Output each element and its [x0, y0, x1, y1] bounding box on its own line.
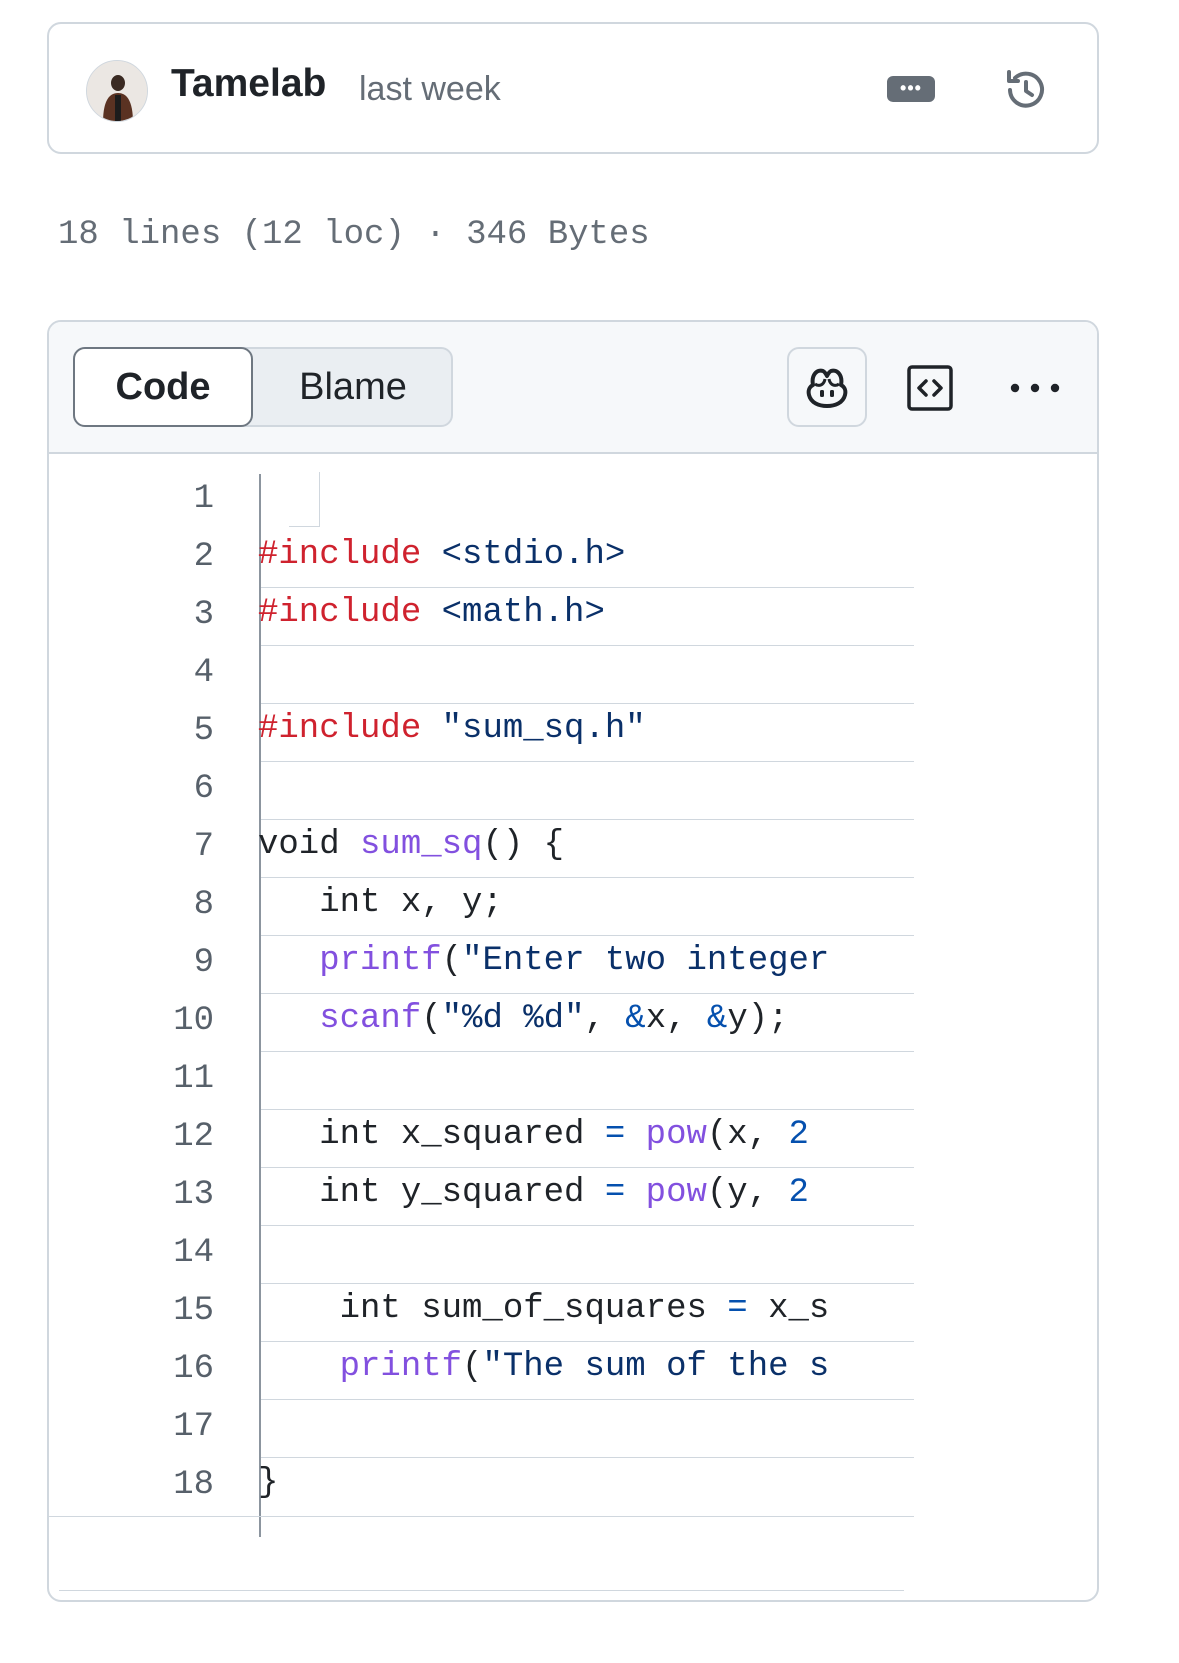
copilot-button[interactable]: [787, 347, 867, 427]
code-line: 15 int sum_of_squares = x_s: [49, 1284, 914, 1342]
line-number[interactable]: 1: [193, 480, 214, 518]
code-area[interactable]: 1 2 #include <stdio.h> 3 #include <math.h>…: [49, 452, 914, 1537]
history-icon[interactable]: [999, 64, 1051, 116]
code-line: 5 #include "sum_sq.h": [49, 704, 914, 762]
code-line: 8 int x, y;: [49, 878, 914, 936]
line-number[interactable]: 17: [173, 1408, 214, 1446]
code-line: 3 #include <math.h>: [49, 588, 914, 646]
line-number[interactable]: 16: [173, 1350, 214, 1388]
code-line: 18}: [49, 1458, 914, 1516]
line-number[interactable]: 9: [193, 944, 214, 982]
code-line: 7 void sum_sq() {: [49, 820, 914, 878]
code-text: }: [258, 1464, 279, 1502]
line-number[interactable]: 10: [173, 1002, 214, 1040]
code-text: #include "sum_sq.h": [258, 710, 646, 748]
code-line: 16 printf("The sum of the s: [49, 1342, 914, 1400]
code-line: 4: [49, 646, 914, 704]
line-number[interactable]: 4: [193, 654, 214, 692]
line-number[interactable]: 3: [193, 596, 214, 634]
code-text: scanf("%d %d", &x, &y);: [319, 1000, 789, 1038]
code-line: 12 int x_squared = pow(x, 2: [49, 1110, 914, 1168]
line-number[interactable]: 7: [193, 828, 214, 866]
code-text: int sum_of_squares = x_s: [258, 1290, 830, 1328]
line-number[interactable]: 11: [173, 1060, 214, 1098]
kebab-horizontal-icon: •••: [900, 78, 922, 98]
code-line: 17: [49, 1400, 914, 1458]
cursor-indicator: [289, 472, 320, 527]
latest-commit-card: Tamelab last week •••: [47, 22, 1099, 154]
code-square-icon[interactable]: [906, 364, 954, 412]
code-text: int x_squared = pow(x, 2: [258, 1116, 809, 1154]
line-number[interactable]: 12: [173, 1118, 214, 1156]
code-line: 10 scanf("%d %d", &x, &y);: [49, 994, 914, 1052]
line-number[interactable]: 2: [193, 538, 214, 576]
line-number[interactable]: 15: [173, 1292, 214, 1330]
code-text: int x, y;: [258, 884, 503, 922]
line-number[interactable]: 6: [193, 770, 214, 808]
code-line: 6: [49, 762, 914, 820]
file-size: 346 Bytes: [466, 216, 650, 254]
tab-blame[interactable]: Blame: [299, 366, 407, 408]
line-number[interactable]: 18: [173, 1466, 214, 1504]
code-line: 14: [49, 1226, 914, 1284]
view-mode-toggle: Blame Code: [73, 347, 453, 427]
line-number[interactable]: 13: [173, 1176, 214, 1214]
code-line: 1: [49, 472, 914, 530]
code-line: 9 printf("Enter two integer: [49, 936, 914, 994]
code-line: 2 #include <stdio.h>: [49, 530, 914, 588]
commit-message-toggle-button[interactable]: •••: [887, 76, 935, 102]
code-text: int y_squared = pow(y, 2: [258, 1174, 809, 1212]
line-number-gutter-divider: [259, 474, 261, 1537]
code-line: 13 int y_squared = pow(y, 2: [49, 1168, 914, 1226]
line-count: 18 lines (12 loc): [58, 216, 405, 254]
line-number[interactable]: 5: [193, 712, 214, 750]
horizontal-scrollbar[interactable]: [59, 1590, 904, 1591]
code-text: #include <math.h>: [258, 594, 605, 632]
code-line: 11: [49, 1052, 914, 1110]
file-viewer: Blame Code 1 2 #include <stdio.h>: [47, 320, 1099, 1602]
info-separator: ·: [425, 216, 446, 254]
code-text: #include <stdio.h>: [258, 536, 626, 574]
code-text: void sum_sq() {: [258, 826, 565, 864]
tab-code[interactable]: Code: [73, 347, 253, 427]
copilot-icon: [806, 368, 848, 408]
code-text: printf("Enter two integer: [319, 942, 830, 980]
code-text: printf("The sum of the s: [339, 1348, 830, 1386]
line-number[interactable]: 14: [173, 1234, 214, 1272]
file-info: 18 lines (12 loc) · 346 Bytes: [58, 216, 650, 254]
line-number[interactable]: 8: [193, 886, 214, 924]
commit-time: last week: [359, 70, 501, 108]
kebab-horizontal-icon[interactable]: [1007, 380, 1063, 396]
file-toolbar: Blame Code: [49, 322, 1097, 454]
commit-author[interactable]: Tamelab: [171, 62, 327, 105]
code-area-bottom-border: [49, 1516, 914, 1517]
avatar[interactable]: [86, 60, 148, 122]
